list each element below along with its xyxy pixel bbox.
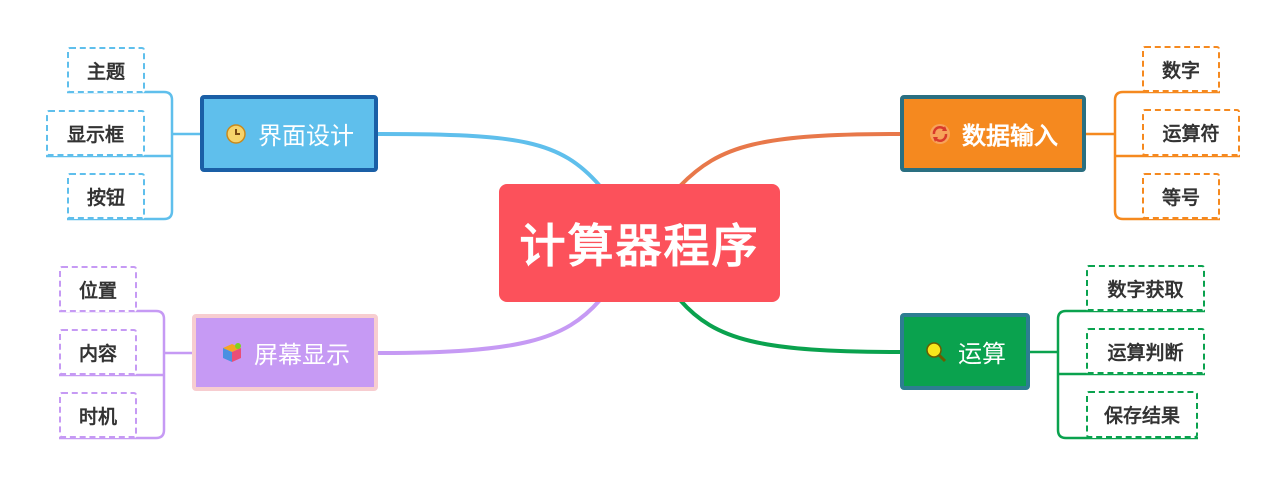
leaf-save-result-label: 保存结果 — [1103, 405, 1180, 427]
leaf-timing[interactable]: 时机 — [59, 392, 137, 438]
leaf-content[interactable]: 内容 — [59, 329, 137, 375]
clock-icon — [224, 122, 248, 146]
leaf-position[interactable]: 位置 — [59, 266, 137, 312]
leaf-buttons[interactable]: 按钮 — [67, 173, 145, 219]
magnifier-icon — [924, 340, 948, 364]
leaf-save-result[interactable]: 保存结果 — [1086, 391, 1198, 438]
cube-icon — [220, 341, 244, 365]
leaf-number[interactable]: 数字 — [1142, 46, 1220, 92]
central-topic[interactable]: 计算器程序 — [499, 184, 780, 302]
leaf-theme[interactable]: 主题 — [67, 47, 145, 93]
topic-calculation-label: 运算 — [958, 340, 1006, 368]
leaf-get-number-label: 数字获取 — [1107, 278, 1184, 301]
topic-ui-design-label: 界面设计 — [258, 122, 354, 150]
connector-ui-design — [377, 132, 602, 188]
leaf-display-box-label: 显示框 — [66, 123, 124, 146]
leaf-operation-check-label: 运算判断 — [1107, 341, 1184, 364]
topic-calculation[interactable]: 运算 — [900, 313, 1030, 390]
leaf-theme-label: 主题 — [86, 60, 125, 83]
leaf-number-label: 数字 — [1161, 59, 1200, 82]
leaf-timing-label: 时机 — [78, 405, 117, 428]
connector-screen-display — [377, 298, 602, 355]
leaf-operation-check[interactable]: 运算判断 — [1086, 328, 1205, 374]
bracket-ui-design — [46, 90, 200, 221]
leaf-position-label: 位置 — [78, 279, 117, 302]
leaf-display-box[interactable]: 显示框 — [46, 110, 145, 156]
bracket-screen-display — [59, 309, 192, 440]
topic-data-input-label: 数据输入 — [962, 122, 1058, 150]
leaf-equals-label: 等号 — [1161, 186, 1200, 209]
leaf-equals[interactable]: 等号 — [1142, 173, 1220, 219]
central-topic-label: 计算器程序 — [519, 219, 760, 273]
topic-data-input[interactable]: 数据输入 — [900, 95, 1086, 172]
leaf-content-label: 内容 — [78, 342, 117, 365]
topic-ui-design[interactable]: 界面设计 — [200, 95, 378, 172]
connector-data-input — [678, 132, 901, 188]
leaf-buttons-label: 按钮 — [86, 186, 125, 209]
bracket-calculation — [1030, 309, 1205, 440]
connector-calculation — [678, 298, 901, 354]
leaf-operator-label: 运算符 — [1162, 123, 1220, 145]
bracket-data-input — [1086, 90, 1240, 221]
topic-screen-display[interactable]: 屏幕显示 — [192, 314, 378, 391]
refresh-icon — [928, 122, 952, 146]
leaf-operator[interactable]: 运算符 — [1142, 109, 1240, 156]
topic-screen-display-label: 屏幕显示 — [254, 341, 350, 369]
leaf-get-number[interactable]: 数字获取 — [1086, 265, 1205, 311]
